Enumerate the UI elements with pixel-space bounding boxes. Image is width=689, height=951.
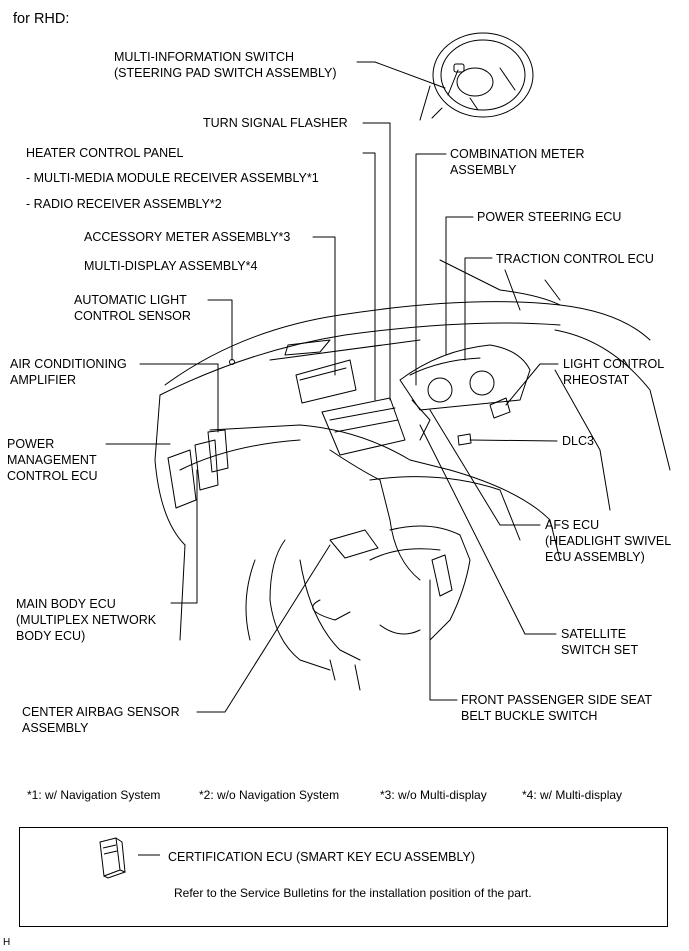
footnote-2: *2: w/o Navigation System xyxy=(199,788,340,802)
label-dlc3: DLC3 xyxy=(562,434,594,448)
certification-leader xyxy=(138,854,160,856)
label-turn-signal-flasher: TURN SIGNAL FLASHER xyxy=(203,116,348,130)
label-afs-ecu-line1: AFS ECU xyxy=(545,518,600,532)
label-multi-media-module: - MULTI-MEDIA MODULE RECEIVER ASSEMBLY*1 xyxy=(26,171,319,185)
leader-lines xyxy=(105,61,559,713)
label-multi-info-switch-line2: (STEERING PAD SWITCH ASSEMBLY) xyxy=(114,66,337,80)
certification-note: Refer to the Service Bulletins for the i… xyxy=(174,886,532,900)
certification-ecu-box: CERTIFICATION ECU (SMART KEY ECU ASSEMBL… xyxy=(19,827,668,927)
label-light-control-rheostat-line1: LIGHT CONTROL xyxy=(563,357,665,371)
label-ac-amplifier-line1: AIR CONDITIONING xyxy=(10,357,127,371)
certification-ecu-icon xyxy=(99,837,126,879)
dashboard-outline xyxy=(154,259,671,641)
corner-mark: H xyxy=(3,937,11,948)
label-seat-belt-switch-line1: FRONT PASSENGER SIDE SEAT xyxy=(461,693,653,707)
label-seat-belt-switch-line2: BELT BUCKLE SWITCH xyxy=(461,709,598,723)
label-power-mgmt-line2: MANAGEMENT xyxy=(7,453,97,467)
page-title: for RHD: xyxy=(13,11,70,27)
components xyxy=(167,344,531,621)
label-afs-ecu-line2: (HEADLIGHT SWIVEL xyxy=(545,534,672,548)
label-combination-meter-line2: ASSEMBLY xyxy=(450,163,517,177)
steering-wheel-icon xyxy=(419,32,534,121)
label-auto-light-sensor-line1: AUTOMATIC LIGHT xyxy=(74,293,187,307)
label-multi-info-switch-line1: MULTI-INFORMATION SWITCH xyxy=(114,50,295,64)
center-console-and-seats xyxy=(245,449,561,691)
label-satellite-switch-line1: SATELLITE xyxy=(561,627,627,641)
label-center-airbag-line2: ASSEMBLY xyxy=(22,721,89,735)
label-center-airbag-line1: CENTER AIRBAG SENSOR xyxy=(22,705,180,719)
footnote-3: *3: w/o Multi-display xyxy=(380,788,487,802)
footnote-4: *4: w/ Multi-display xyxy=(522,788,623,802)
label-power-mgmt-line1: POWER xyxy=(7,437,55,451)
label-traction-control-ecu: TRACTION CONTROL ECU xyxy=(496,252,654,266)
label-power-mgmt-line3: CONTROL ECU xyxy=(7,469,98,483)
label-combination-meter-line1: COMBINATION METER xyxy=(450,147,585,161)
label-power-steering-ecu: POWER STEERING ECU xyxy=(477,210,622,224)
label-main-body-ecu-line2: (MULTIPLEX NETWORK xyxy=(16,613,157,627)
footnote-1: *1: w/ Navigation System xyxy=(27,788,161,802)
label-main-body-ecu-line1: MAIN BODY ECU xyxy=(16,597,116,611)
label-satellite-switch-line2: SWITCH SET xyxy=(561,643,639,657)
label-multi-display: MULTI-DISPLAY ASSEMBLY*4 xyxy=(84,259,258,273)
label-radio-receiver: - RADIO RECEIVER ASSEMBLY*2 xyxy=(26,197,222,211)
label-light-control-rheostat-line2: RHEOSTAT xyxy=(563,373,630,387)
label-main-body-ecu-line3: BODY ECU) xyxy=(16,629,86,643)
label-accessory-meter: ACCESSORY METER ASSEMBLY*3 xyxy=(84,230,291,244)
label-auto-light-sensor-line2: CONTROL SENSOR xyxy=(74,309,191,323)
label-ac-amplifier-line2: AMPLIFIER xyxy=(10,373,76,387)
certification-ecu-label: CERTIFICATION ECU (SMART KEY ECU ASSEMBL… xyxy=(168,850,476,864)
label-heater-control-panel: HEATER CONTROL PANEL xyxy=(26,146,184,160)
label-afs-ecu-line3: ECU ASSEMBLY) xyxy=(545,550,645,564)
